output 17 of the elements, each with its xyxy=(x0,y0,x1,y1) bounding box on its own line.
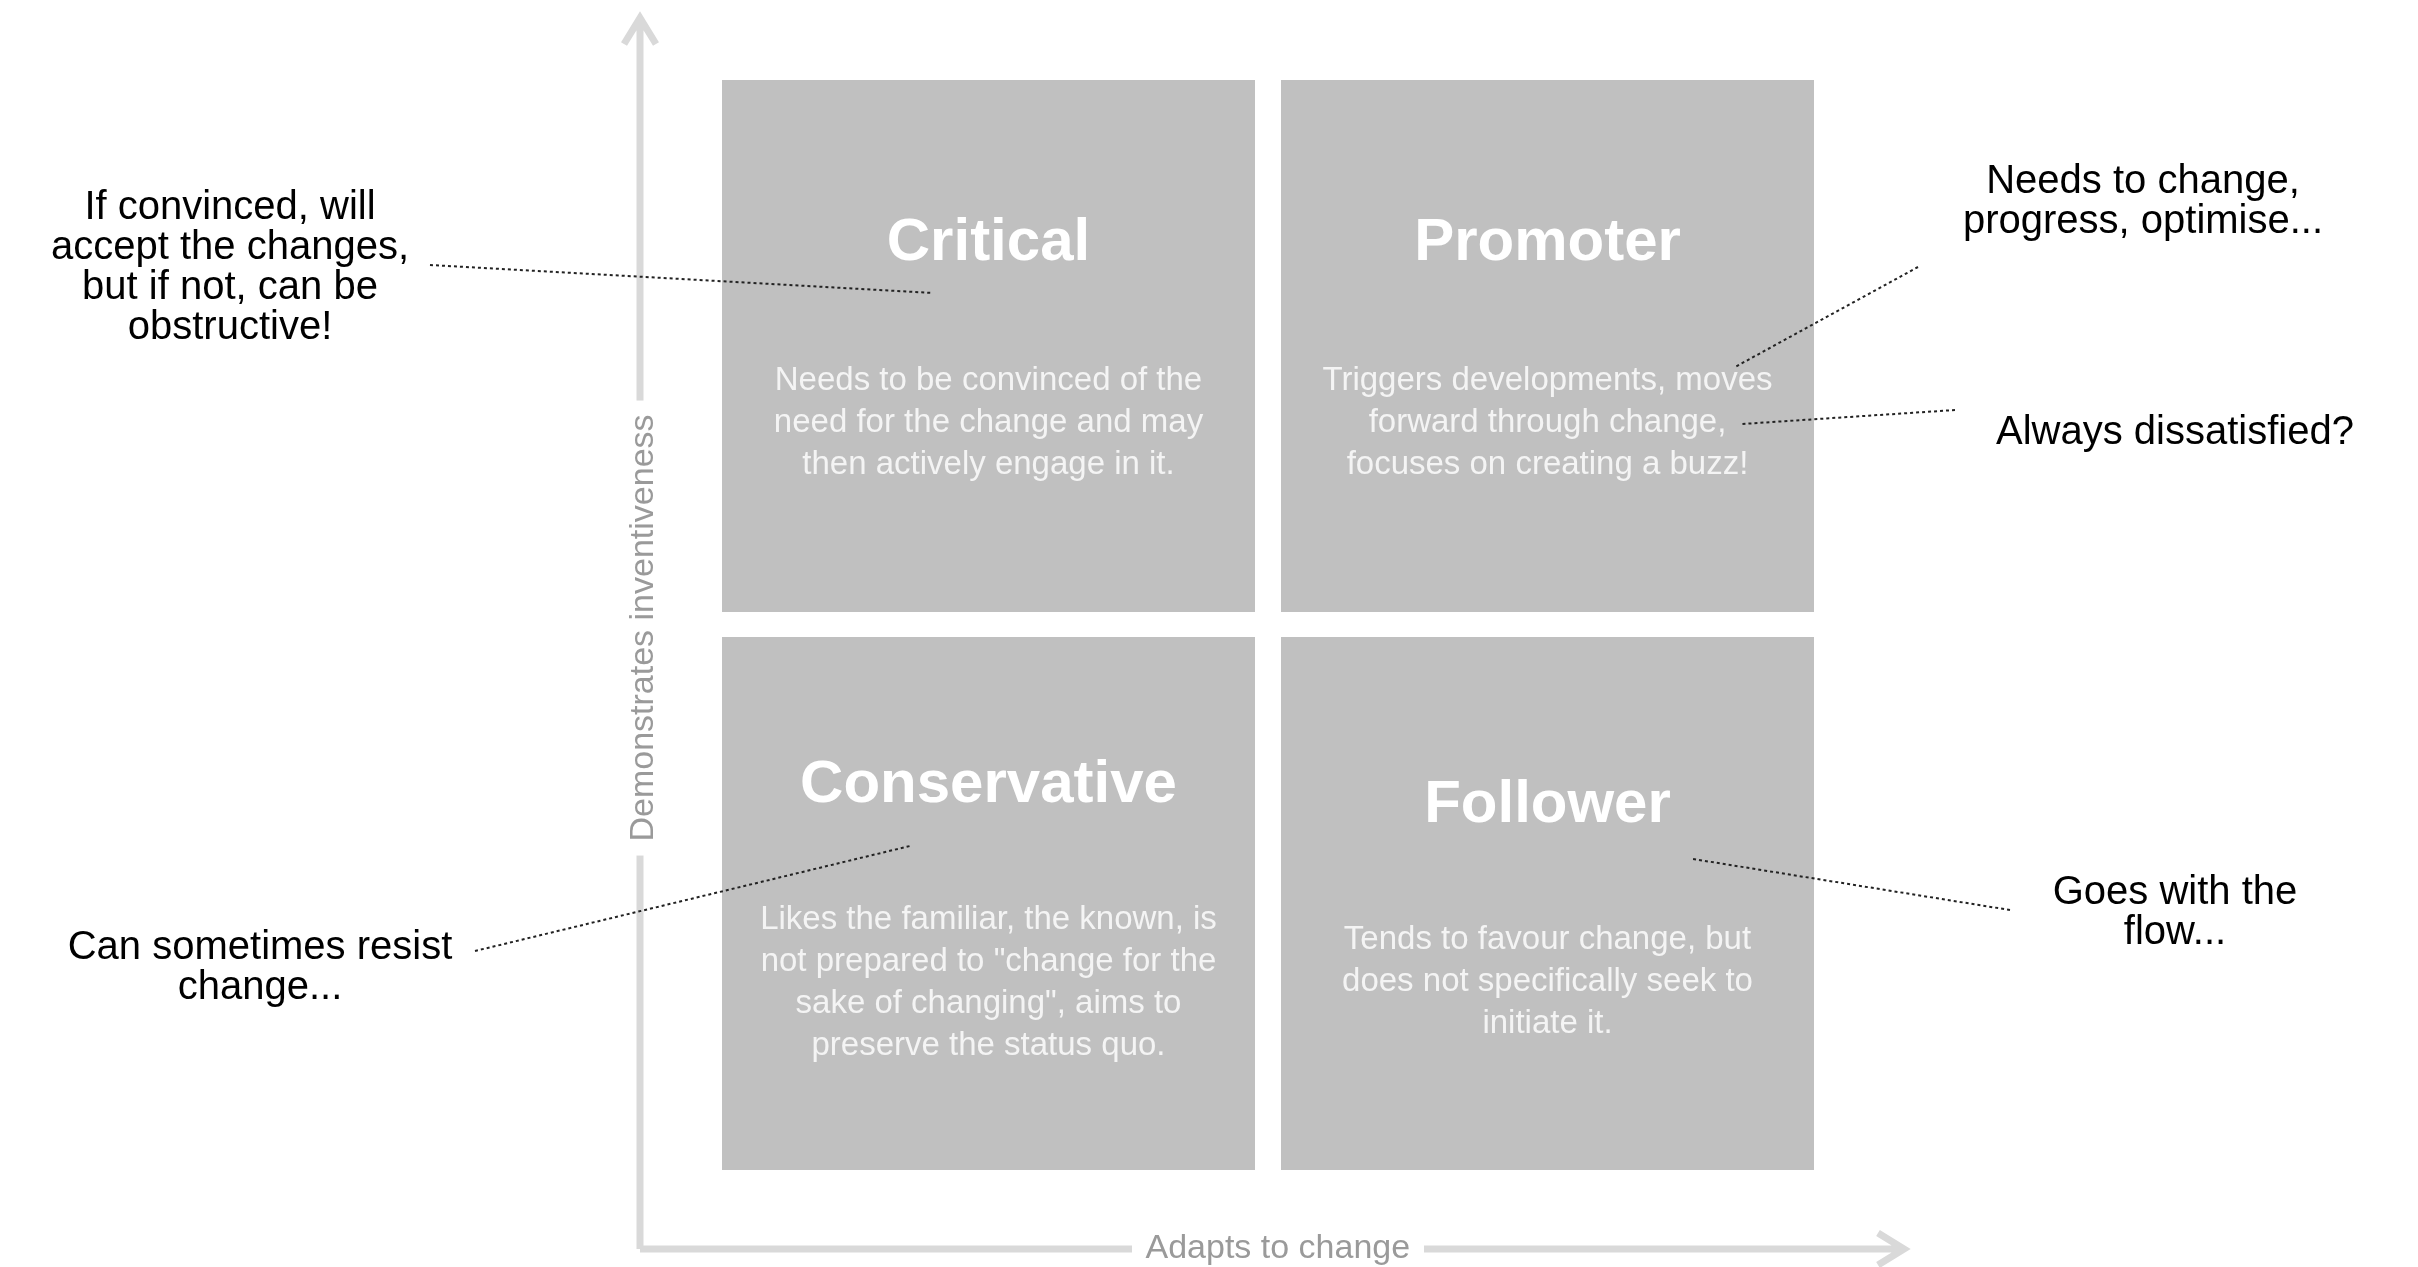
annotation-text: Needs to change, progress, optimise... xyxy=(1961,159,2325,239)
quadrant-box xyxy=(1281,80,1814,612)
annotation-text: Always dissatisfied? xyxy=(1996,410,2354,450)
leader-line xyxy=(1734,266,1919,368)
annotation-text: If convinced, will accept the changes, but if not, can be obstructive! xyxy=(50,185,410,345)
leader-line xyxy=(1741,409,1956,425)
quadrant-title: Critical xyxy=(885,205,1092,274)
annotation-text: Goes with the flow... xyxy=(2051,870,2299,950)
quadrant-title: Conservative xyxy=(799,747,1178,816)
quadrant-title: Follower xyxy=(1423,767,1672,836)
annotation-text: Can sometimes resist change... xyxy=(66,925,454,1005)
quadrant-title: Promoter xyxy=(1413,205,1682,274)
leader-line xyxy=(474,845,911,952)
quadrant-box xyxy=(1281,637,1814,1170)
leader-line xyxy=(1692,858,2011,911)
quadrant-box xyxy=(722,637,1255,1170)
quadrant-box xyxy=(722,80,1255,612)
